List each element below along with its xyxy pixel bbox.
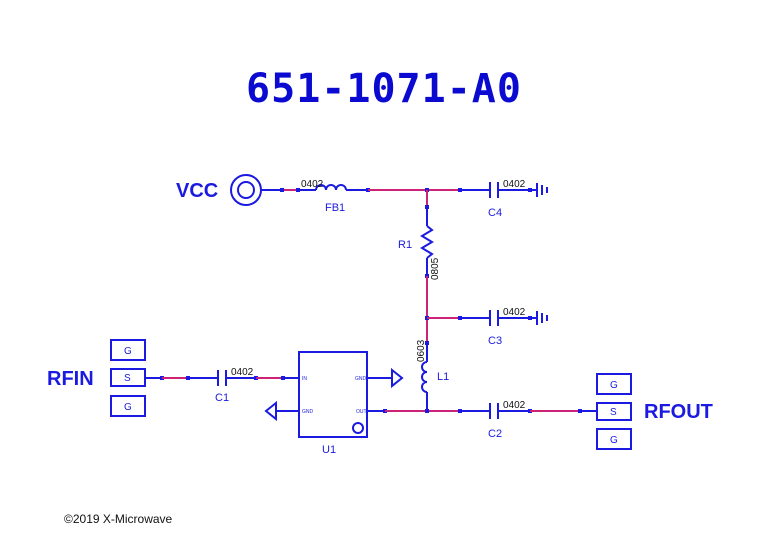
- node: [425, 409, 429, 413]
- c4-package: 0402: [503, 179, 526, 190]
- fb1-inductor[interactable]: [315, 184, 347, 191]
- c1-capacitor[interactable]: [217, 370, 227, 386]
- c4-capacitor[interactable]: [489, 182, 499, 198]
- u1-amplifier[interactable]: [298, 351, 368, 438]
- node: [280, 188, 284, 192]
- u1-pin-gnd-right: GND: [355, 376, 367, 382]
- ground-arrow-icon: [391, 367, 404, 389]
- c3-package: 0402: [503, 307, 526, 318]
- rfout-ground-pad-bottom[interactable]: G: [596, 428, 632, 450]
- node: [296, 188, 300, 192]
- ground-icon: [536, 311, 548, 325]
- u1-ref: U1: [322, 444, 336, 456]
- vcc-label: VCC: [176, 180, 218, 202]
- c3-capacitor[interactable]: [489, 310, 499, 326]
- svg-text:G: G: [124, 346, 132, 357]
- r1-package: 0805: [430, 257, 441, 280]
- svg-text:S: S: [124, 373, 131, 384]
- page-title: 651-1071-A0: [246, 66, 522, 112]
- c2-package: 0402: [503, 400, 526, 411]
- r1-resistor[interactable]: [420, 225, 434, 259]
- vcc-connector[interactable]: [230, 174, 262, 206]
- rfin-ground-pad-bottom[interactable]: G: [110, 395, 146, 417]
- l1-inductor[interactable]: [421, 361, 428, 393]
- u1-pin-out: OUT: [356, 409, 367, 415]
- rfout-ground-pad-top[interactable]: G: [596, 373, 632, 395]
- ground-arrow-icon: [264, 400, 277, 422]
- u1-pin-in: IN: [302, 376, 307, 382]
- rfin-ground-pad-top[interactable]: G: [110, 339, 146, 361]
- c2-ref: C2: [488, 428, 502, 440]
- rfout-label: RFOUT: [644, 401, 713, 423]
- c1-package: 0402: [231, 367, 254, 378]
- node: [528, 188, 532, 192]
- c1-ref: C1: [215, 392, 229, 404]
- c2-capacitor[interactable]: [489, 403, 499, 419]
- svg-text:G: G: [610, 435, 618, 446]
- svg-text:G: G: [124, 402, 132, 413]
- u1-pin-gnd-left: GND: [302, 409, 314, 415]
- ground-icon: [536, 183, 548, 197]
- r1-ref: R1: [398, 239, 412, 251]
- node: [528, 316, 532, 320]
- fb1-package: 0402: [301, 179, 324, 190]
- svg-text:G: G: [610, 380, 618, 391]
- c4-ref: C4: [488, 207, 502, 219]
- l1-ref: L1: [437, 371, 449, 383]
- rfin-label: RFIN: [47, 368, 94, 390]
- copyright: ©2019 X-Microwave: [64, 512, 173, 526]
- rfout-signal-pad[interactable]: S: [596, 402, 632, 421]
- l1-package: 0603: [416, 339, 427, 362]
- fb1-ref: FB1: [325, 202, 345, 214]
- rfin-signal-pad[interactable]: S: [110, 368, 146, 387]
- c3-ref: C3: [488, 335, 502, 347]
- svg-text:S: S: [610, 407, 617, 418]
